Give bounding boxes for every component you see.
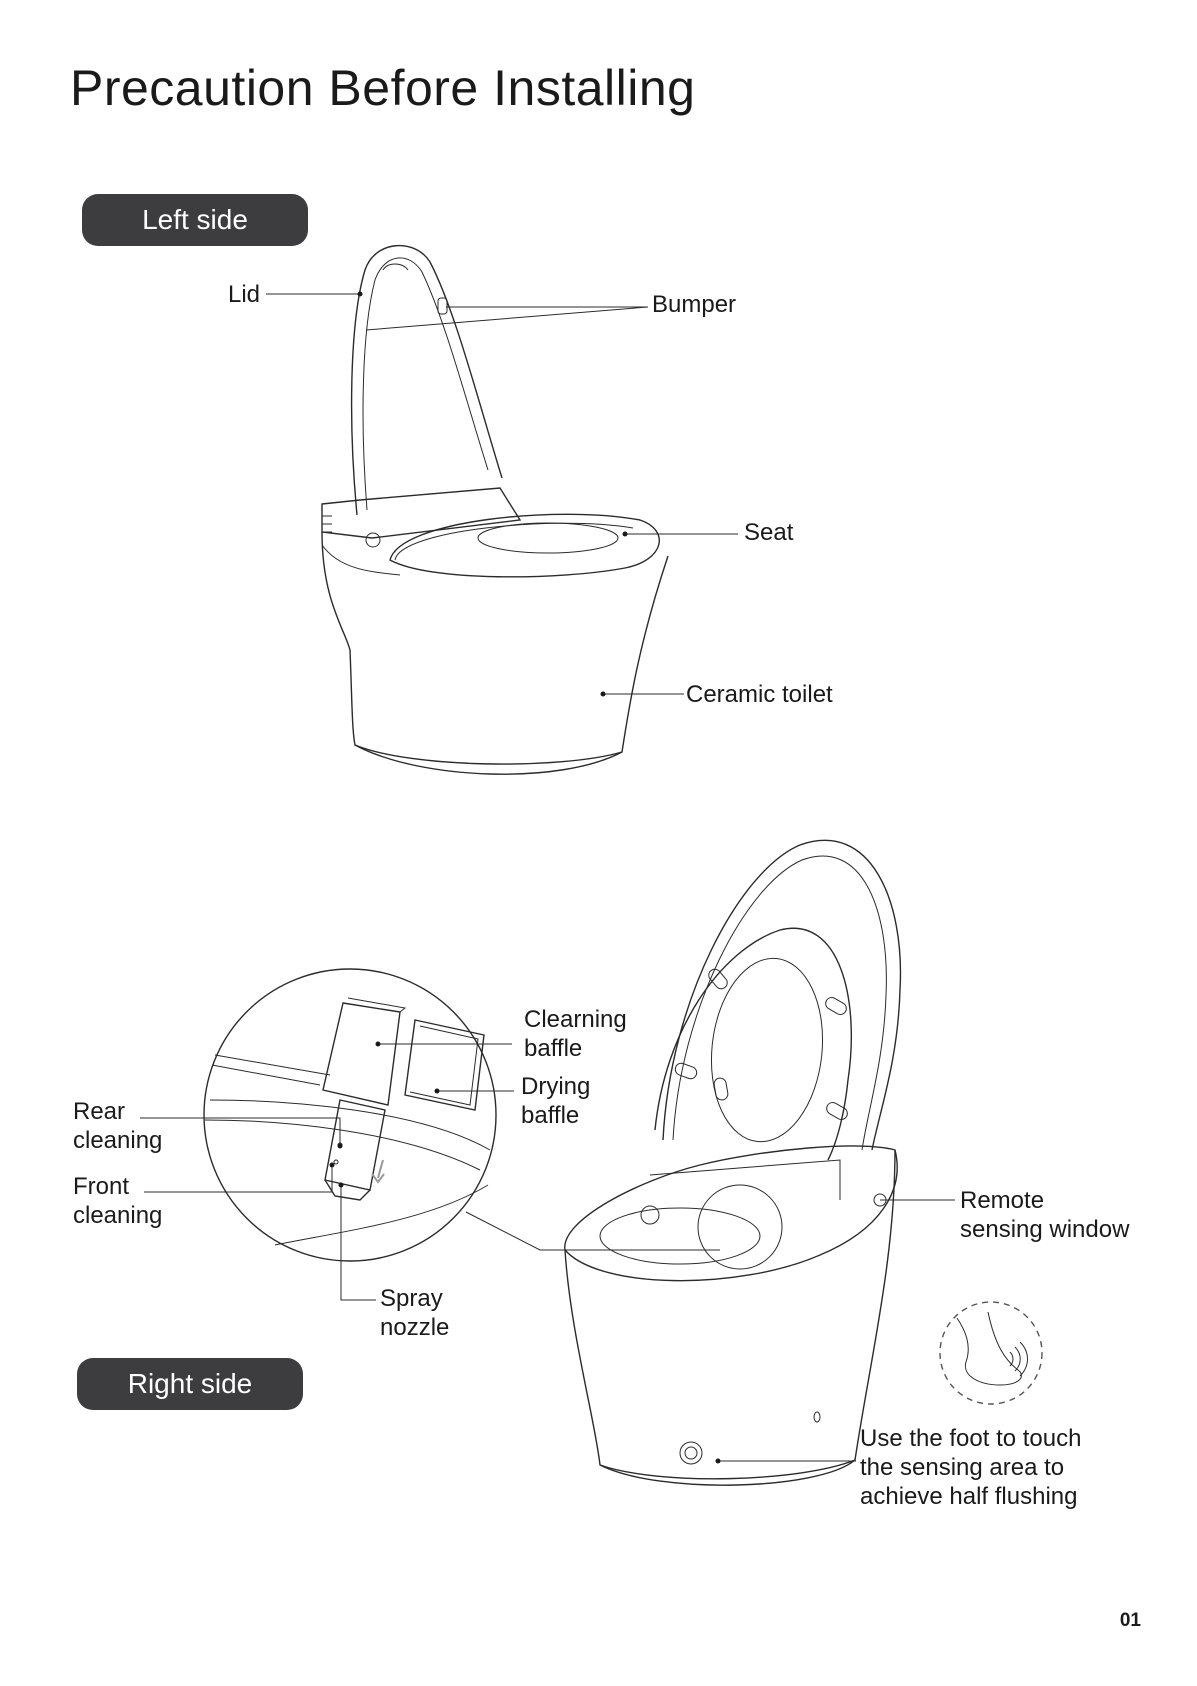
label-front-cleaning: Front cleaning [73, 1173, 163, 1229]
right-leader-lines [140, 1041, 955, 1464]
nozzle-detail-magnifier [203, 968, 720, 1262]
label-foot-touch: Use the foot to touch the sensing area t… [860, 1425, 1082, 1510]
right-toilet-drawing [564, 839, 902, 1486]
label-cleaning-baffle: Clearning baffle [524, 1006, 627, 1062]
label-drying-baffle: Drying baffle [521, 1073, 591, 1129]
page-title: Precaution Before Installing [70, 60, 696, 116]
label-remote-sensing-window: Remote sensing window [960, 1187, 1130, 1243]
right-side-heading: Right side [77, 1358, 303, 1410]
label-lid: Lid [228, 281, 261, 308]
label-rear-cleaning: Rear cleaning [73, 1098, 163, 1154]
label-bumper: Bumper [652, 291, 737, 318]
left-toilet-drawing [321, 245, 669, 775]
left-side-heading: Left side [82, 194, 308, 246]
left-leader-lines [266, 291, 738, 697]
page-number: 01 [1119, 1610, 1141, 1631]
foot-sensor-icon [939, 1301, 1043, 1405]
label-spray-nozzle: Spray nozzle [380, 1285, 450, 1341]
label-ceramic-toilet: Ceramic toilet [686, 681, 833, 708]
label-seat: Seat [744, 519, 794, 546]
